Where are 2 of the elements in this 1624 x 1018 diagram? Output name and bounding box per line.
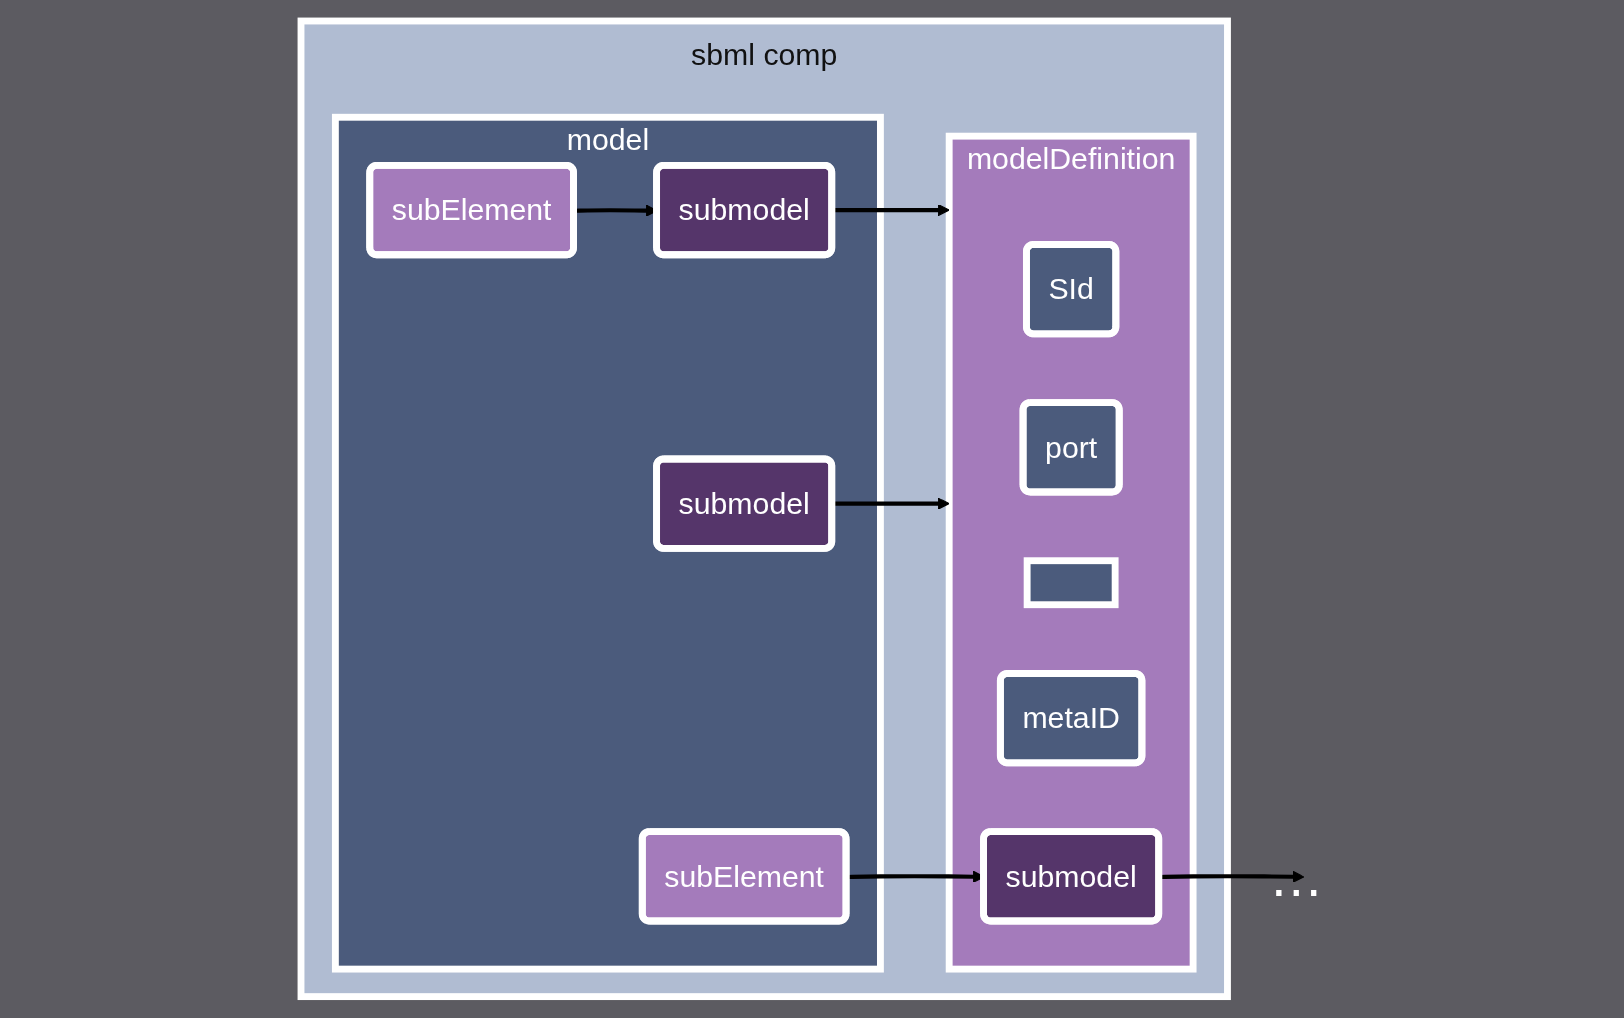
node-text: …: [1268, 846, 1324, 907]
node-box: [1023, 557, 1119, 609]
